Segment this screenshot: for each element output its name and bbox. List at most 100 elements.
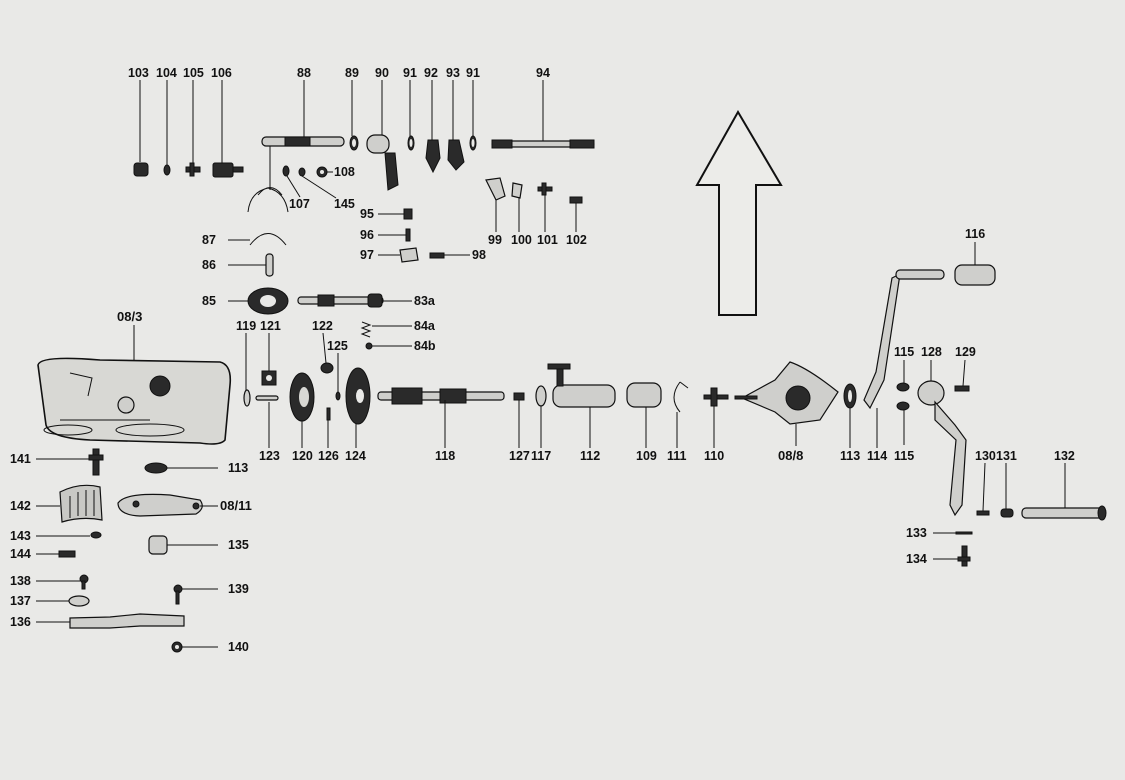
label-117: 117 xyxy=(531,449,551,463)
label-110: 110 xyxy=(704,449,724,463)
part-106 xyxy=(212,162,244,178)
part-123 xyxy=(255,395,279,401)
label-120: 120 xyxy=(292,449,313,463)
part-119 xyxy=(243,389,251,407)
housing-08-3 xyxy=(37,357,232,445)
label-08-8: 08/8 xyxy=(778,448,803,463)
part-145 xyxy=(298,167,306,177)
label-96: 96 xyxy=(360,228,374,242)
label-109: 109 xyxy=(636,449,657,463)
label-131: 131 xyxy=(996,449,1017,463)
label-91a: 91 xyxy=(403,66,417,80)
part-89 xyxy=(349,135,359,151)
label-102: 102 xyxy=(566,233,587,247)
part-88 xyxy=(247,136,345,213)
part-129 xyxy=(954,385,970,392)
part-116 xyxy=(954,264,996,286)
label-84b: 84b xyxy=(414,339,436,353)
label-112: 112 xyxy=(580,449,600,463)
part-117 xyxy=(535,385,547,407)
part-115b xyxy=(896,401,910,411)
label-141: 141 xyxy=(10,452,31,466)
part-103 xyxy=(133,162,149,177)
label-108: 108 xyxy=(334,165,355,179)
label-100: 100 xyxy=(511,233,532,247)
label-113a: 113 xyxy=(840,449,860,463)
part-97 xyxy=(399,247,419,263)
label-87: 87 xyxy=(202,233,216,247)
label-145: 145 xyxy=(334,197,355,211)
label-124: 124 xyxy=(345,449,366,463)
part-86 xyxy=(265,253,274,277)
label-88: 88 xyxy=(297,66,311,80)
part-110 xyxy=(703,387,729,407)
part-133 xyxy=(955,531,973,535)
part-98 xyxy=(429,252,445,259)
direction-arrow xyxy=(695,109,783,316)
label-132: 132 xyxy=(1054,449,1075,463)
part-83a xyxy=(297,293,384,308)
part-143 xyxy=(90,531,102,539)
part-labels: 103 104 105 106 88 89 90 91 92 93 91 94 … xyxy=(10,66,1075,654)
label-138: 138 xyxy=(10,574,31,588)
label-139: 139 xyxy=(228,582,249,596)
label-136: 136 xyxy=(10,615,31,629)
part-122 xyxy=(320,362,334,374)
label-127: 127 xyxy=(509,449,530,463)
label-89: 89 xyxy=(345,66,359,80)
part-107 xyxy=(282,165,290,177)
leader-lines xyxy=(36,80,1066,648)
label-118: 118 xyxy=(435,449,455,463)
label-135: 135 xyxy=(228,538,249,552)
part-113b xyxy=(144,462,168,474)
label-91b: 91 xyxy=(466,66,480,80)
part-126 xyxy=(326,407,331,421)
label-122: 122 xyxy=(312,319,333,333)
part-101 xyxy=(537,182,553,196)
label-105: 105 xyxy=(183,66,204,80)
label-95: 95 xyxy=(360,207,374,221)
label-08-11: 08/11 xyxy=(220,498,252,513)
label-85: 85 xyxy=(202,294,216,308)
label-106: 106 xyxy=(211,66,232,80)
label-133: 133 xyxy=(906,526,927,540)
label-114: 114 xyxy=(867,449,887,463)
part-134 xyxy=(957,545,971,567)
part-95 xyxy=(403,208,413,220)
part-99 xyxy=(485,177,506,201)
part-108 xyxy=(316,166,328,178)
part-102 xyxy=(569,196,583,204)
part-132 xyxy=(1021,505,1107,521)
part-94 xyxy=(491,139,595,149)
label-140: 140 xyxy=(228,640,249,654)
part-91b xyxy=(469,135,477,151)
label-83a: 83a xyxy=(414,294,436,308)
part-130 xyxy=(976,510,990,516)
part-137 xyxy=(68,595,90,607)
label-08-3: 08/3 xyxy=(117,309,142,324)
part-96 xyxy=(405,228,411,242)
label-111: 111 xyxy=(667,449,687,463)
label-84a: 84a xyxy=(414,319,436,333)
part-142 xyxy=(59,484,103,523)
label-144: 144 xyxy=(10,547,31,561)
part-87 xyxy=(249,233,287,246)
label-142: 142 xyxy=(10,499,31,513)
label-125: 125 xyxy=(327,339,348,353)
part-138 xyxy=(79,574,89,590)
label-86: 86 xyxy=(202,258,216,272)
part-104 xyxy=(163,164,171,176)
part-141 xyxy=(88,448,104,476)
part-115a xyxy=(896,382,910,392)
label-94: 94 xyxy=(536,66,550,80)
part-84a xyxy=(360,321,372,338)
part-128 xyxy=(917,380,967,517)
part-124 xyxy=(345,367,371,425)
part-127 xyxy=(513,392,525,401)
label-128: 128 xyxy=(921,345,942,359)
label-119: 119 xyxy=(236,319,256,333)
part-120 xyxy=(289,372,315,422)
part-131 xyxy=(1000,508,1014,518)
label-98: 98 xyxy=(472,248,486,262)
part-121 xyxy=(261,370,277,386)
